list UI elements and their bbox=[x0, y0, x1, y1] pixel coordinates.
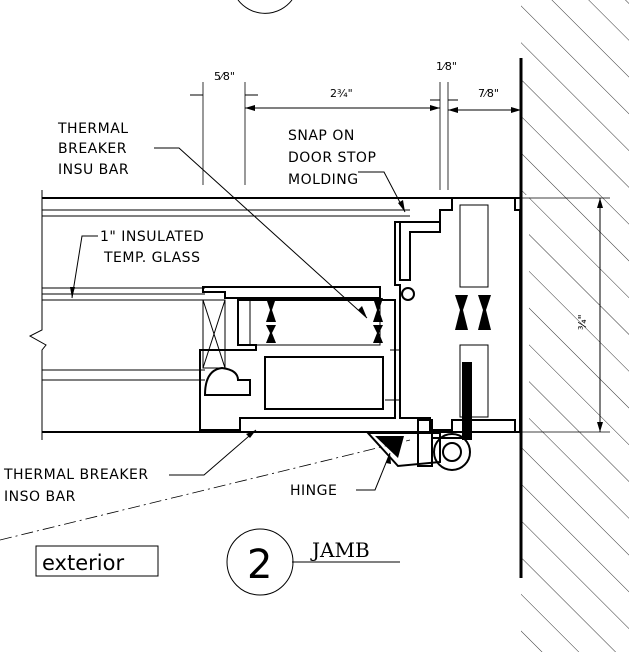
dimension-lines bbox=[190, 94, 603, 432]
label-line: BREAKER bbox=[58, 141, 127, 157]
label-thermal-breaker-bottom: THERMAL BREAKER INSO BAR bbox=[3, 467, 149, 505]
detail-title: JAMB bbox=[310, 538, 370, 562]
label-line: DOOR STOP bbox=[288, 150, 376, 166]
door-swing-line bbox=[0, 439, 411, 541]
dim-three-quarter: ¾" bbox=[576, 314, 589, 330]
detail-marker: 2 JAMB bbox=[226, 528, 400, 596]
previous-detail-marker bbox=[237, 0, 293, 14]
dim-two-three-quarter: 2¾" bbox=[330, 87, 353, 100]
label-snap-on-molding: SNAP ON DOOR STOP MOLDING bbox=[288, 128, 376, 188]
dim-seven-eighths: 7⁄8" bbox=[478, 87, 499, 100]
label-thermal-breaker-top: THERMAL BREAKER INSU BAR bbox=[57, 121, 129, 178]
label-line: TEMP. GLASS bbox=[103, 250, 200, 266]
insulated-glass-unit bbox=[28, 190, 520, 440]
detail-number: 2 bbox=[247, 542, 272, 588]
label-line: MOLDING bbox=[288, 172, 359, 188]
label-line: THERMAL bbox=[57, 121, 129, 137]
dim-one-eighth: 1⁄8" bbox=[436, 60, 457, 73]
leader-lines bbox=[70, 147, 406, 491]
dim-five-eighths: 5⁄8" bbox=[214, 70, 235, 83]
label-hinge: HINGE bbox=[290, 483, 337, 499]
label-line: INSU BAR bbox=[58, 162, 129, 178]
exterior-label: exterior bbox=[42, 551, 124, 575]
label-line: THERMAL BREAKER bbox=[3, 467, 149, 483]
exterior-tag: exterior bbox=[35, 545, 159, 577]
label-insulated-glass: 1" INSULATED TEMP. GLASS bbox=[100, 229, 204, 266]
hinge bbox=[365, 362, 472, 471]
door-frame-profile bbox=[199, 197, 521, 433]
label-line: SNAP ON bbox=[288, 128, 355, 144]
wall-hatching bbox=[515, 0, 629, 652]
label-line: INSO BAR bbox=[4, 489, 76, 505]
label-line: 1" INSULATED bbox=[100, 229, 204, 245]
glass-spacer-block bbox=[202, 299, 226, 369]
